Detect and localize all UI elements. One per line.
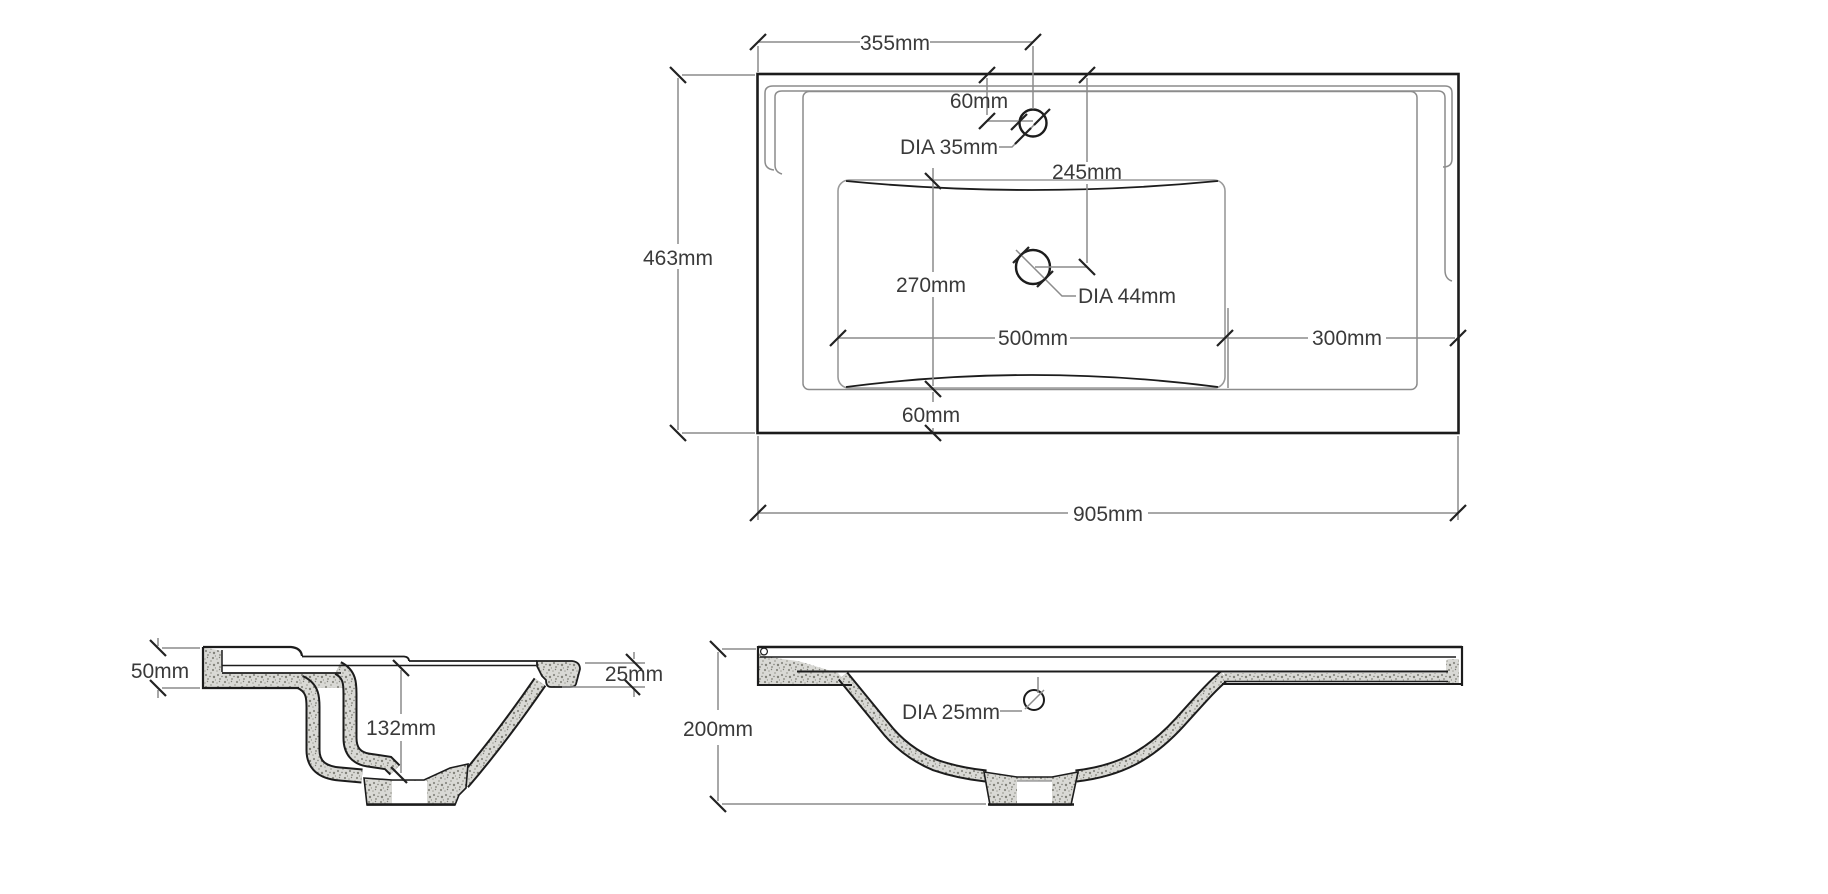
top-view: 355mm 60mm DIA 35mm 245mm 463mm (643, 32, 1468, 526)
dim-245-label: 245mm (1052, 161, 1122, 184)
dim-905-label: 905mm (1073, 503, 1143, 526)
counter-back-edge-line (764, 85, 1453, 171)
side-surface-line (302, 655, 537, 662)
dim-270-label: 270mm (896, 274, 966, 297)
dim-dia25: DIA 25mm (902, 677, 1045, 724)
side-view: 50mm 132mm 25mm (131, 638, 663, 806)
side-ledge-top (203, 645, 304, 657)
front-left-notch (759, 647, 768, 656)
dim-dia25-label: DIA 25mm (902, 701, 1000, 724)
dim-132-label: 132mm (366, 717, 436, 740)
dim-905: 905mm (748, 436, 1468, 526)
dim-355: 355mm (748, 32, 1043, 109)
dim-60-faucet-label: 60mm (950, 90, 1008, 113)
front-view: DIA 25mm 200mm (683, 639, 1464, 814)
faucet-hole (1018, 108, 1048, 138)
dim-60-rear-label: 60mm (902, 404, 960, 427)
dim-dia35: DIA 35mm (900, 107, 1052, 159)
dim-500-300: 500mm 300mm (828, 308, 1468, 388)
dim-50: 50mm (131, 638, 200, 698)
basin-outline (837, 179, 1226, 389)
dim-200-label: 200mm (683, 718, 753, 741)
side-slab (222, 673, 345, 688)
overflow-hole (1023, 689, 1045, 711)
side-bowl-backwall (297, 676, 363, 782)
dim-500-label: 500mm (998, 327, 1068, 350)
dim-60-faucet: 60mm (950, 65, 1033, 132)
basin-bottom-curve (845, 374, 1219, 388)
counter-back-edge-line2 (774, 90, 1453, 282)
front-drain-hole (1017, 781, 1052, 805)
dim-200: 200mm (683, 639, 986, 814)
front-bowl-right (1075, 672, 1227, 781)
front-right-block (1446, 659, 1459, 685)
side-drain-hole (392, 781, 427, 804)
dim-355-label: 355mm (860, 32, 930, 55)
dim-463: 463mm (643, 65, 755, 443)
dim-463-label: 463mm (643, 247, 713, 270)
dim-dia44: DIA 44mm (1011, 245, 1176, 308)
dim-25-label: 25mm (605, 663, 663, 686)
dim-270: 270mm (896, 168, 966, 399)
side-overflow-wall (335, 663, 399, 774)
counter-recess-outline (802, 90, 1418, 391)
dim-245: 245mm (1035, 65, 1122, 277)
dim-60-rear: 60mm (902, 392, 960, 443)
front-bowl-right-edge (1075, 671, 1229, 783)
dim-dia35-label: DIA 35mm (900, 136, 998, 159)
dim-132: 132mm (366, 658, 436, 785)
front-bowl-left (839, 673, 987, 781)
side-outer-edge (201, 647, 299, 690)
counter-outline (756, 72, 1460, 435)
side-back-wall (203, 648, 222, 688)
basin-top-curve (845, 180, 1219, 191)
front-left-wall (758, 651, 849, 685)
side-front-wall (458, 678, 545, 787)
dim-25: 25mm (562, 652, 663, 697)
front-bowl-left-edge (837, 671, 987, 783)
dim-300-label: 300mm (1312, 327, 1382, 350)
dim-dia44-label: DIA 44mm (1078, 285, 1176, 308)
dim-50-label: 50mm (131, 660, 189, 683)
side-front-rim (536, 660, 581, 688)
